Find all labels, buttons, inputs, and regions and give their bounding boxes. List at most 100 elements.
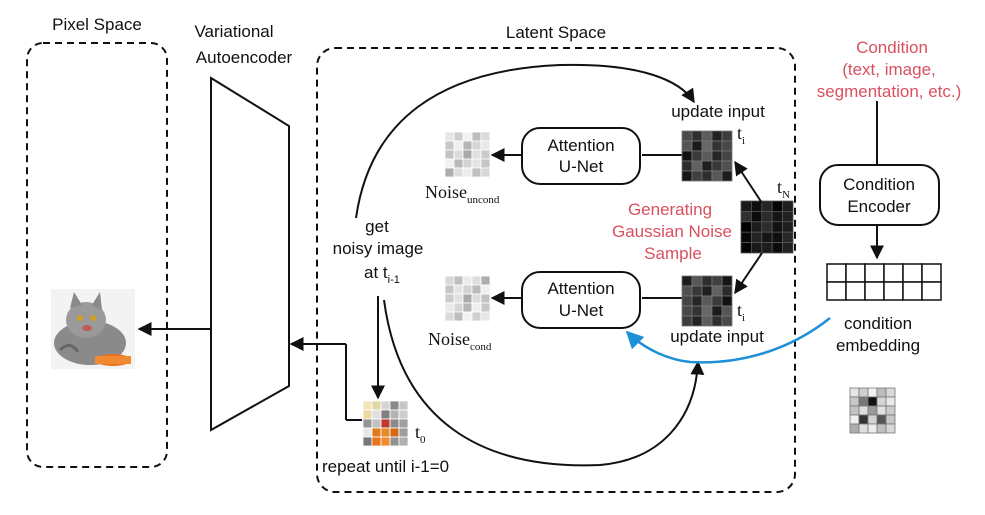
condition-embedding-line1: condition <box>844 314 912 333</box>
update-input-top-label: update input <box>671 102 765 121</box>
grid-cell <box>462 140 473 151</box>
condition-line3: segmentation, etc.) <box>817 82 962 101</box>
grid-cell <box>389 436 400 447</box>
grid-cell <box>444 167 455 178</box>
grid-cell <box>721 160 733 172</box>
repeat-label: repeat until i-1=0 <box>322 457 449 476</box>
get-label-line2: noisy image <box>333 239 424 258</box>
embedding-cell <box>921 263 942 283</box>
grid-cell <box>398 427 409 438</box>
grid-cell <box>380 418 391 429</box>
grid-cell <box>681 130 693 142</box>
grid-cell <box>885 387 896 398</box>
noise-cond-grid-icon <box>444 275 491 322</box>
grid-cell <box>782 242 794 254</box>
grid-cell <box>740 242 752 254</box>
arrow-tn-to-ti-top <box>734 160 763 204</box>
cat-photo-icon <box>51 289 135 369</box>
grid-cell <box>480 167 491 178</box>
ti-top-noise-grid-icon <box>681 130 733 182</box>
grid-cell <box>782 210 794 223</box>
grid-cell <box>721 295 733 307</box>
grid-cell <box>691 130 703 142</box>
grid-cell <box>858 387 869 398</box>
embedding-cell <box>883 263 904 283</box>
condition-noise-grid-icon <box>849 387 896 434</box>
grid-cell <box>444 311 455 322</box>
embedding-cell <box>921 281 942 301</box>
grid-cell <box>471 167 482 178</box>
grid-cell <box>444 131 455 142</box>
grid-cell <box>453 284 464 295</box>
grid-cell <box>371 409 382 420</box>
grid-cell <box>751 200 763 212</box>
embedding-cell <box>864 281 885 301</box>
embedding-cell <box>902 281 923 301</box>
embedding-cell <box>902 263 923 283</box>
grid-cell <box>691 170 703 182</box>
grid-cell <box>740 200 752 212</box>
grid-cell <box>740 231 752 243</box>
grid-cell <box>480 140 491 151</box>
grid-cell <box>867 423 878 434</box>
grid-cell <box>711 140 723 152</box>
grid-cell <box>691 150 703 162</box>
grid-cell <box>701 160 713 172</box>
grid-cell <box>721 315 733 327</box>
grid-cell <box>691 160 703 172</box>
condition-encoder-box <box>819 164 940 226</box>
grid-cell <box>885 414 896 425</box>
grid-cell <box>471 149 482 160</box>
unet-bottom-label-line2: U-Net <box>559 301 604 320</box>
grid-cell <box>389 418 400 429</box>
grid-cell <box>876 405 887 416</box>
grid-cell <box>691 275 703 287</box>
grid-cell <box>471 140 482 151</box>
condition-line2: (text, image, <box>842 60 936 79</box>
grid-cell <box>471 311 482 322</box>
grid-cell <box>721 285 733 297</box>
grid-cell <box>453 158 464 169</box>
grid-cell <box>444 293 455 304</box>
grid-cell <box>691 295 703 307</box>
arrow-embedding-to-unet <box>625 317 831 364</box>
condition-encoder-line1: Condition <box>843 175 915 194</box>
grid-cell <box>885 405 896 416</box>
condition-encoder-line2: Encoder <box>847 197 911 216</box>
grid-cell <box>453 293 464 304</box>
latent-space-region <box>316 47 796 493</box>
grid-cell <box>362 436 373 447</box>
grid-cell <box>858 396 869 407</box>
grid-cell <box>362 400 373 411</box>
grid-cell <box>371 427 382 438</box>
grid-cell <box>471 275 482 286</box>
grid-cell <box>701 130 713 142</box>
grid-cell <box>876 396 887 407</box>
grid-cell <box>761 231 773 243</box>
grid-cell <box>462 293 473 304</box>
grid-cell <box>885 396 896 407</box>
grid-cell <box>362 418 373 429</box>
get-label-line3: at ti-1 <box>364 263 400 286</box>
grid-cell <box>380 427 391 438</box>
grid-cell <box>701 305 713 317</box>
unet-top-label-line2: U-Net <box>559 157 604 176</box>
condition-embedding-grid <box>826 263 942 301</box>
grid-cell <box>782 221 794 233</box>
grid-cell <box>691 305 703 317</box>
grid-cell <box>462 167 473 178</box>
embedding-cell <box>845 263 866 283</box>
vae-trapezoid <box>210 76 290 432</box>
unet-bottom-label-line1: Attention <box>547 279 614 298</box>
grid-cell <box>701 285 713 297</box>
grid-cell <box>849 423 860 434</box>
grid-cell <box>380 409 391 420</box>
embedding-cell <box>864 263 885 283</box>
grid-cell <box>782 231 794 243</box>
grid-cell <box>867 414 878 425</box>
grid-cell <box>751 231 763 243</box>
grid-cell <box>721 140 733 152</box>
grid-cell <box>389 427 400 438</box>
arrow-curve-bottom <box>383 299 705 467</box>
